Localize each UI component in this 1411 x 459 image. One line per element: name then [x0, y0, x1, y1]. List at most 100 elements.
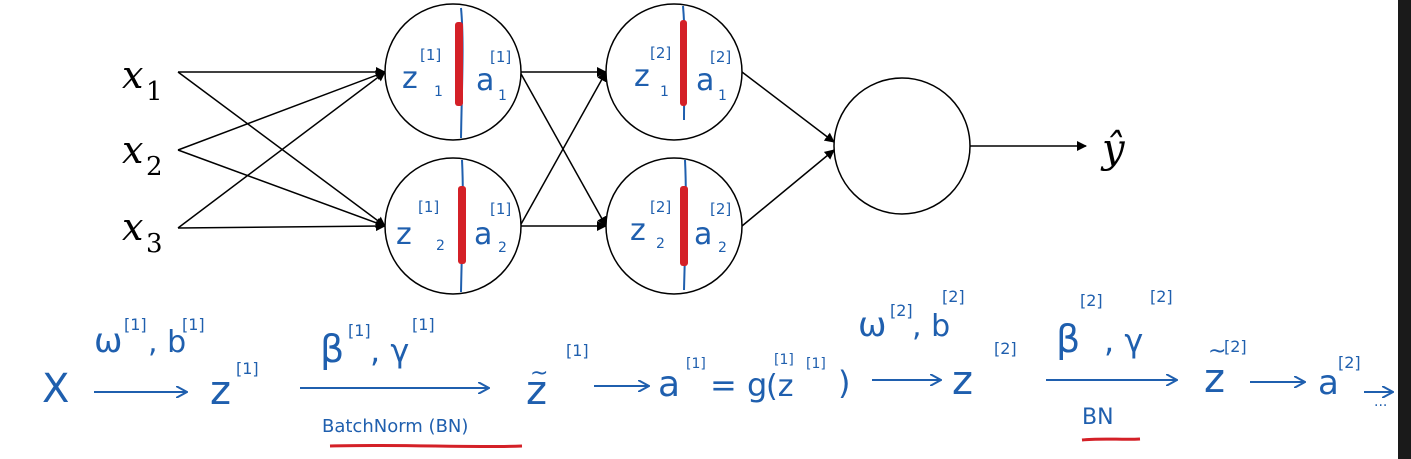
edge-x2-h12	[177, 149, 386, 228]
node-output	[833, 77, 971, 215]
svg-text:ω: ω	[94, 321, 122, 361]
flow-ztilde1: ~ z [1]	[526, 341, 589, 414]
bn-red-mark	[680, 186, 688, 266]
svg-text:a: a	[696, 63, 714, 98]
edge-x3-h11	[177, 71, 386, 229]
svg-text:...: ...	[1374, 394, 1387, 410]
batchnorm-label: BatchNorm (BN)	[322, 416, 468, 437]
svg-text:a: a	[1318, 363, 1339, 403]
node-layer1-unit1: z [1] 1 a [1] 1	[384, 3, 522, 141]
svg-text:z: z	[1204, 356, 1225, 402]
svg-text:[2]: [2]	[1080, 291, 1103, 310]
node-layer2-unit1: z [2] 1 a [2] 1	[605, 3, 743, 141]
svg-text:[1]: [1]	[774, 352, 794, 368]
svg-text:[2]: [2]	[994, 339, 1017, 358]
bn-red-mark	[458, 186, 466, 264]
flow-a1: a [1] = g [1] (z [1] )	[658, 352, 850, 405]
svg-text:[1]: [1]	[566, 341, 589, 360]
bn-label: BN	[1082, 405, 1114, 430]
underline-bn	[1081, 437, 1141, 442]
svg-text:= g: = g	[710, 366, 767, 404]
svg-text:[1]: [1]	[806, 356, 826, 372]
flow-arrows	[94, 380, 1392, 392]
svg-text:[2]: [2]	[1338, 353, 1361, 372]
window-edge-bar	[1398, 0, 1411, 459]
edge-x3-h12	[177, 221, 386, 232]
svg-text:z: z	[396, 217, 412, 252]
svg-text:, γ: , γ	[370, 332, 409, 370]
svg-text:, γ: , γ	[1104, 322, 1143, 360]
svg-text:a: a	[658, 364, 680, 405]
bn-red-mark	[455, 22, 463, 106]
svg-text:[2]: [2]	[710, 48, 731, 66]
flow-z1: z [1]	[210, 359, 259, 414]
edge-h21-out	[741, 71, 835, 143]
batchnorm-flow: X ω [1] , b [1] z [1] β [1] , γ [1] Batc…	[42, 287, 1387, 437]
input-x1: x 1	[122, 53, 163, 107]
svg-text:~: ~	[1208, 339, 1226, 364]
svg-text:1: 1	[434, 84, 443, 100]
svg-text:x: x	[122, 128, 143, 172]
svg-text:2: 2	[146, 152, 163, 182]
red-underlines	[329, 437, 1141, 449]
svg-text:[1]: [1]	[490, 200, 511, 218]
svg-text:ŷ: ŷ	[1100, 126, 1126, 172]
node-layer1-unit2: z [1] 2 a [1] 2	[384, 157, 522, 295]
svg-text:[1]: [1]	[236, 359, 259, 378]
svg-text:[1]: [1]	[412, 315, 435, 334]
edge-x1-h12	[177, 71, 386, 227]
svg-text:1: 1	[660, 84, 669, 100]
svg-text:2: 2	[436, 238, 445, 254]
svg-text:, b: , b	[148, 325, 186, 360]
input-x3: x 3	[122, 205, 163, 259]
edges-input-to-layer1	[177, 67, 386, 232]
flow-x: X	[42, 366, 69, 412]
edge-h12-h21	[519, 71, 607, 227]
svg-text:[2]: [2]	[890, 301, 913, 320]
svg-text:1: 1	[718, 88, 727, 104]
svg-text:z: z	[630, 213, 646, 248]
svg-text:a: a	[474, 217, 492, 252]
svg-text:[1]: [1]	[124, 315, 147, 334]
svg-text:3: 3	[146, 229, 163, 259]
svg-text:1: 1	[498, 88, 507, 104]
edges-layer1-to-layer2	[519, 67, 607, 231]
svg-text:2: 2	[498, 240, 507, 256]
svg-text:[1]: [1]	[348, 321, 371, 340]
svg-text:2: 2	[656, 236, 665, 252]
svg-text:, b: , b	[912, 309, 950, 344]
svg-text:[2]: [2]	[942, 287, 965, 306]
svg-text:[2]: [2]	[710, 200, 731, 218]
svg-text:[1]: [1]	[418, 198, 439, 216]
output-y-hat: ŷ	[1100, 126, 1126, 172]
svg-text:): )	[838, 364, 850, 402]
svg-text:[1]: [1]	[686, 356, 706, 372]
flow-beta1-gamma1: β [1] , γ [1]	[320, 315, 435, 371]
svg-text:β: β	[320, 327, 344, 371]
flow-z2: z [2]	[952, 339, 1017, 404]
svg-text:[2]: [2]	[650, 198, 671, 216]
svg-text:~: ~	[530, 361, 548, 386]
edge-h22-out	[741, 149, 835, 227]
svg-text:[2]: [2]	[1150, 287, 1173, 306]
flow-beta2-gamma2: β [2] , γ [2]	[1056, 287, 1173, 361]
flow-w1-b1: ω [1] , b [1]	[94, 315, 205, 361]
svg-text:z: z	[210, 368, 231, 414]
svg-text:z: z	[526, 368, 547, 414]
svg-text:z: z	[402, 61, 418, 96]
svg-text:a: a	[476, 63, 494, 98]
flow-a2: a [2] ...	[1318, 353, 1387, 410]
svg-text:ω: ω	[858, 305, 886, 345]
svg-text:x: x	[122, 53, 143, 97]
flow-w2-b2: ω [2] , b [2]	[858, 287, 965, 345]
svg-text:β: β	[1056, 317, 1080, 361]
edge-x2-h11	[177, 70, 386, 151]
svg-text:1: 1	[146, 77, 163, 107]
svg-text:x: x	[122, 205, 143, 249]
svg-text:[2]: [2]	[1224, 337, 1247, 356]
underline-batchnorm	[329, 443, 523, 449]
svg-text:(z: (z	[766, 369, 793, 404]
svg-text:[1]: [1]	[182, 315, 205, 334]
svg-text:[2]: [2]	[650, 44, 671, 62]
